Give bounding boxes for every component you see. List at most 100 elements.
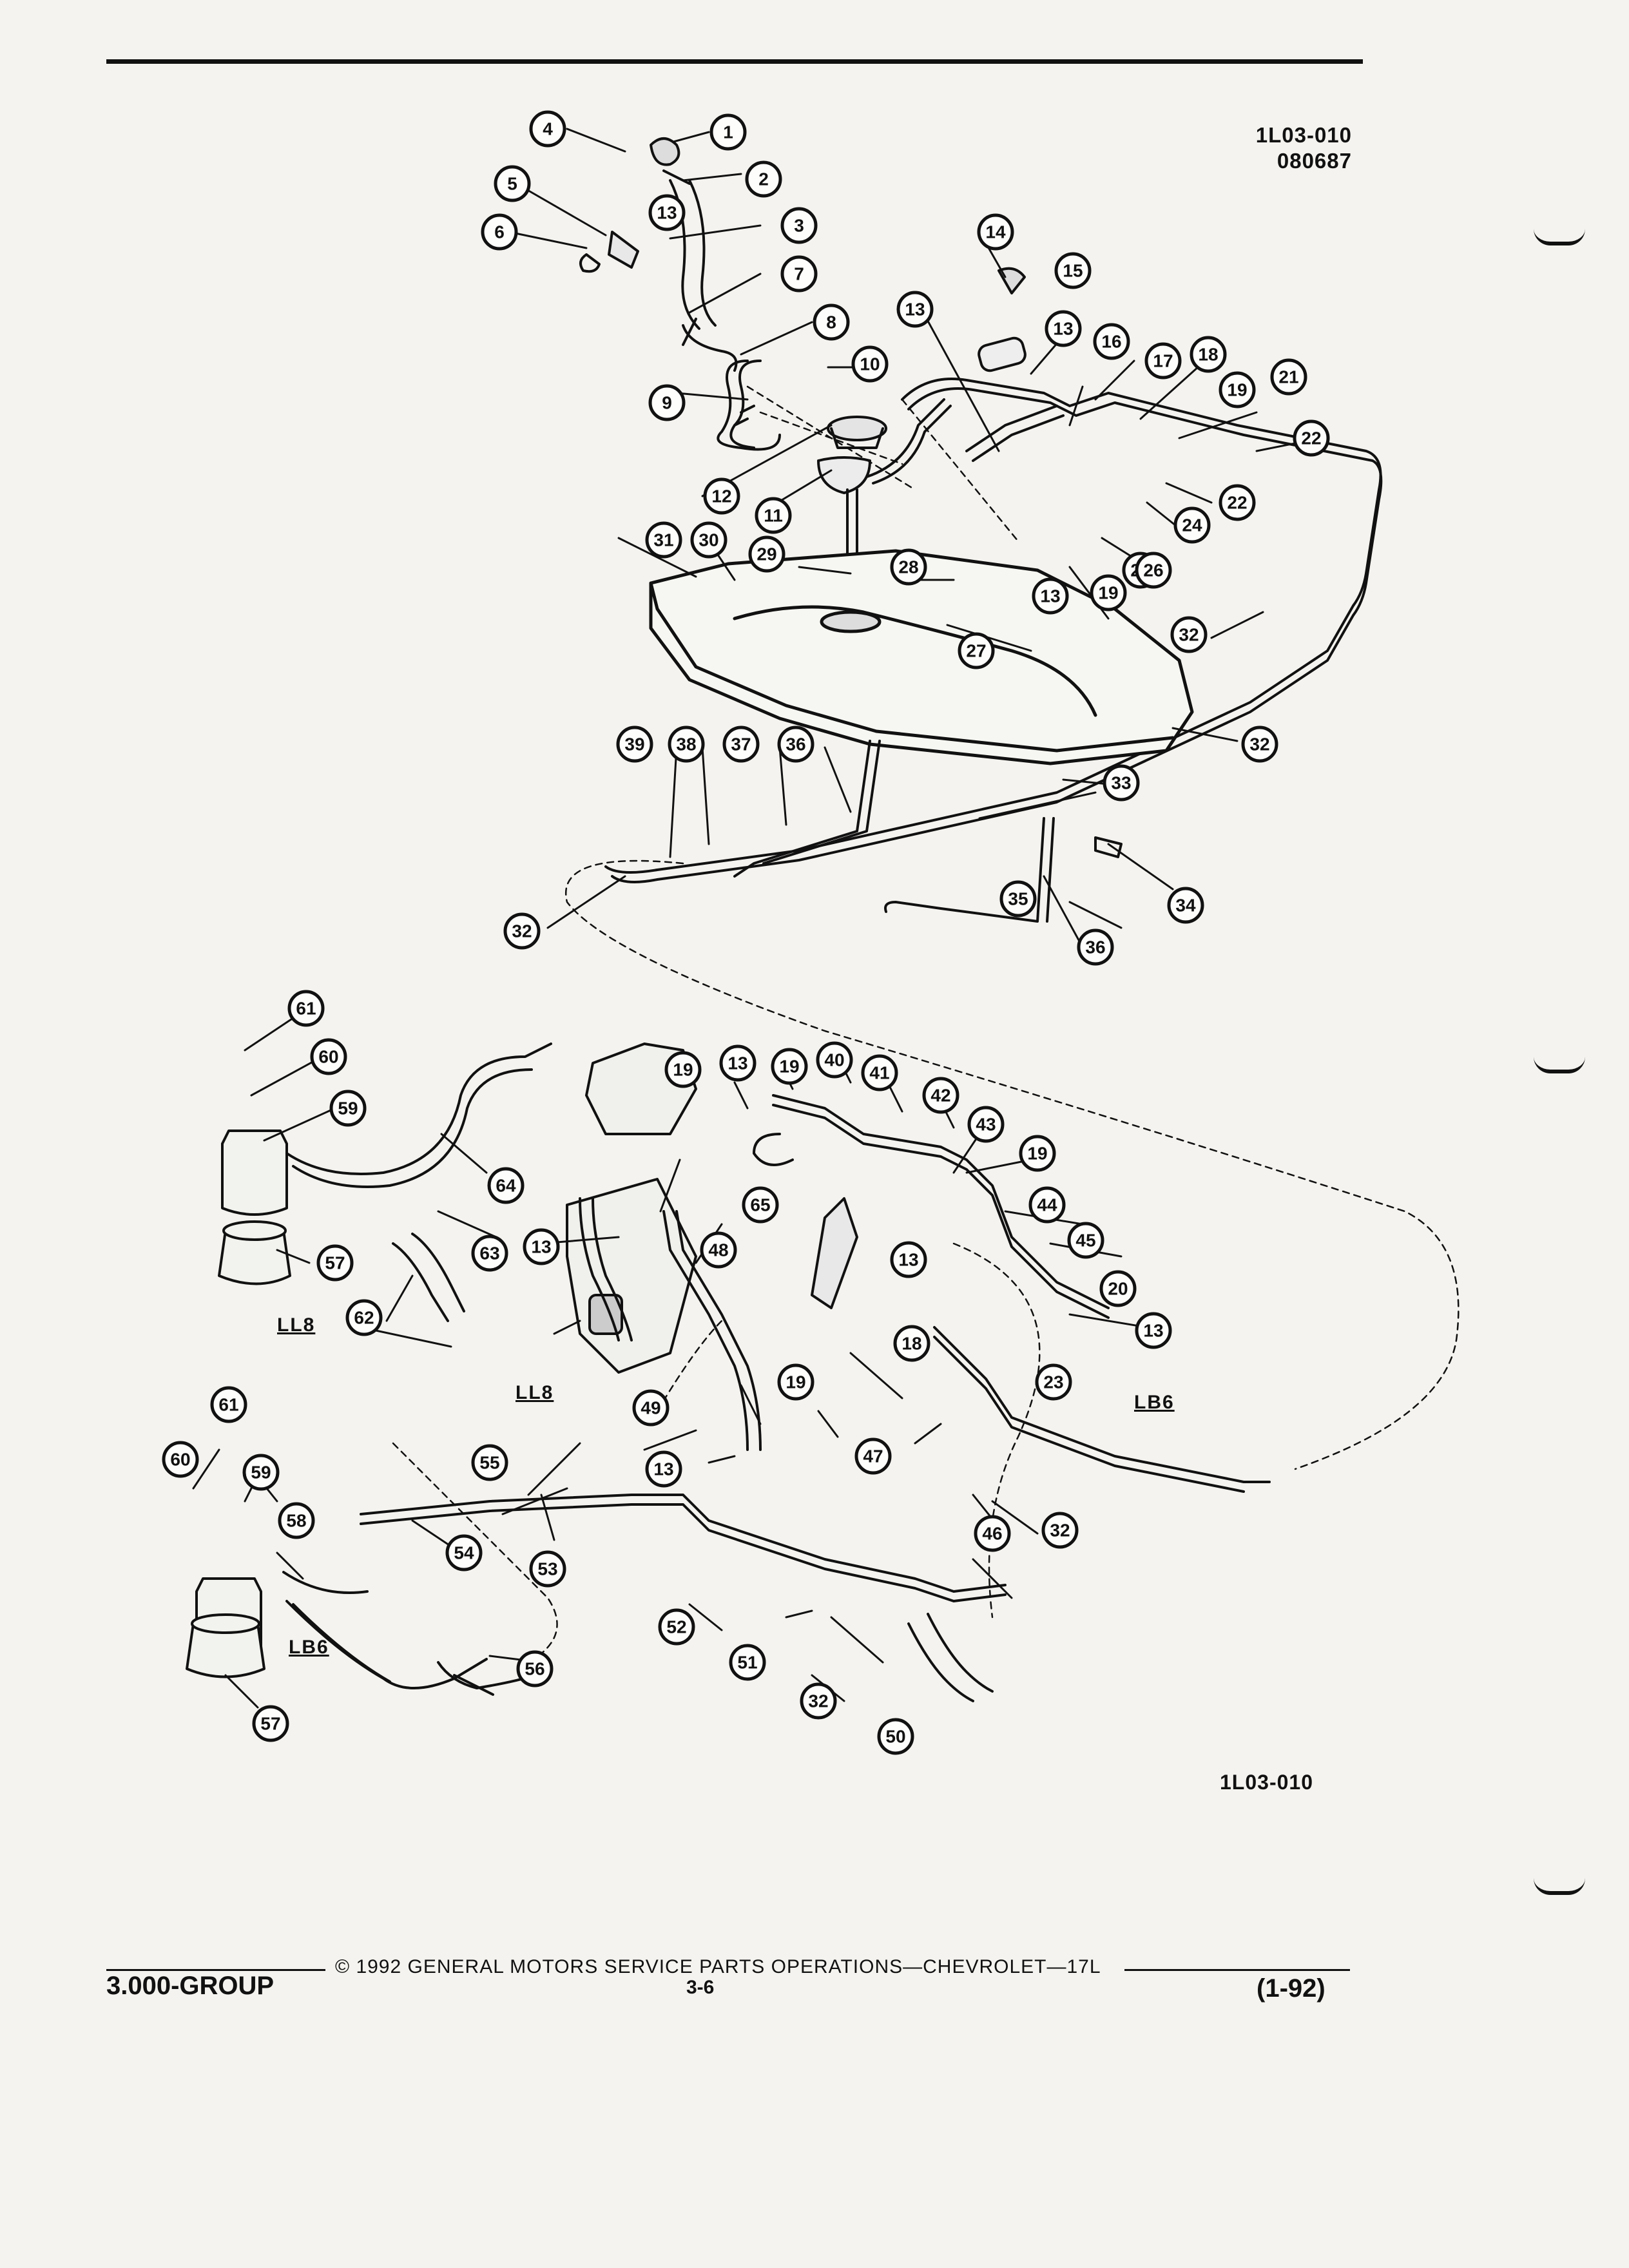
svg-text:32: 32: [512, 921, 532, 941]
svg-text:8: 8: [826, 312, 836, 332]
svg-text:16: 16: [1101, 332, 1121, 352]
svg-text:30: 30: [699, 530, 718, 550]
fuel-hose-drawing: [282, 1043, 552, 1689]
figure-id-header: 1L03-010 080687: [1256, 122, 1352, 174]
svg-text:19: 19: [1098, 583, 1118, 603]
svg-text:61: 61: [218, 1395, 238, 1415]
callout: 7: [780, 255, 818, 293]
svg-text:13: 13: [657, 203, 677, 223]
svg-text:64: 64: [496, 1176, 516, 1196]
callout: 43: [967, 1106, 1005, 1143]
svg-text:7: 7: [794, 264, 804, 284]
callout: 61: [210, 1386, 247, 1423]
callout: 31: [645, 521, 682, 559]
svg-text:23: 23: [1043, 1372, 1063, 1392]
svg-text:35: 35: [1008, 889, 1028, 909]
callout: 36: [777, 726, 815, 763]
callout: 42: [922, 1077, 959, 1114]
callout: 57: [252, 1705, 289, 1742]
svg-text:40: 40: [824, 1050, 844, 1070]
callout: 58: [278, 1502, 315, 1539]
callout: 16: [1093, 323, 1130, 360]
footer-rule: [106, 1969, 325, 1971]
callout: 13: [896, 291, 934, 328]
callout: 59: [242, 1454, 280, 1491]
svg-text:33: 33: [1111, 773, 1131, 793]
svg-text:13: 13: [1053, 319, 1073, 339]
callout: 32: [1241, 726, 1278, 763]
svg-text:11: 11: [764, 506, 783, 526]
svg-text:47: 47: [863, 1446, 883, 1466]
lower-main-fuel-line: [360, 1494, 1007, 1702]
svg-text:28: 28: [898, 557, 918, 577]
callout: 22: [1219, 484, 1256, 521]
callout: 19: [777, 1363, 815, 1401]
svg-text:10: 10: [860, 354, 880, 374]
svg-text:13: 13: [531, 1237, 551, 1257]
callout: 13: [719, 1044, 757, 1082]
footer-copyright: © 1992 GENERAL MOTORS SERVICE PARTS OPER…: [335, 1956, 1101, 1977]
svg-text:31: 31: [653, 530, 673, 550]
callout: 41: [861, 1054, 898, 1091]
callout: 33: [1103, 764, 1140, 802]
fuel-pump-drawing: [978, 267, 1027, 372]
footer-date: (1-92): [1257, 1974, 1325, 2003]
svg-text:1: 1: [723, 122, 733, 142]
callout: 32: [800, 1682, 837, 1720]
callout: 32: [1041, 1512, 1079, 1549]
svg-text:44: 44: [1037, 1195, 1057, 1215]
fuel-filler-neck-drawing: [579, 137, 738, 372]
svg-text:48: 48: [708, 1240, 728, 1260]
edge-mark: [1534, 1057, 1585, 1073]
callout: 64: [487, 1167, 525, 1204]
svg-text:26: 26: [1143, 561, 1163, 581]
svg-text:43: 43: [976, 1115, 996, 1135]
engine-label-lb6: LB6: [1134, 1392, 1175, 1413]
engine-label-lb6: LB6: [289, 1637, 329, 1658]
callout: 30: [690, 521, 728, 559]
svg-text:59: 59: [338, 1099, 358, 1119]
svg-text:49: 49: [641, 1398, 660, 1418]
figure-id-bottom: 1L03-010: [1220, 1771, 1313, 1794]
callout: 61: [287, 990, 325, 1027]
engine-label-ll8: LL8: [277, 1314, 316, 1336]
svg-text:13: 13: [905, 300, 925, 320]
engine-label-ll8: LL8: [516, 1382, 554, 1403]
svg-text:57: 57: [260, 1714, 280, 1734]
callout: 34: [1167, 887, 1204, 924]
svg-text:42: 42: [930, 1086, 950, 1106]
callout: 60: [310, 1038, 347, 1075]
engine-throttle-body-drawing: [566, 1043, 697, 1374]
callout: 9: [648, 384, 686, 421]
callout: 54: [445, 1534, 483, 1571]
callout: 63: [471, 1235, 508, 1272]
svg-text:19: 19: [1227, 380, 1247, 400]
callout: 23: [1035, 1363, 1072, 1401]
callout: 19: [1019, 1135, 1056, 1172]
svg-text:59: 59: [251, 1463, 271, 1483]
svg-text:27: 27: [966, 641, 986, 661]
callout: 36: [1077, 928, 1114, 966]
callout: 32: [1170, 616, 1208, 653]
svg-text:56: 56: [525, 1659, 545, 1679]
figure-id-line1: 1L03-010: [1255, 123, 1352, 147]
fuel-feed-return-lines: [604, 378, 1383, 883]
callout: 29: [748, 535, 786, 573]
vent-hose-drawing: [717, 360, 781, 451]
callout: 32: [503, 912, 541, 950]
footer-rule: [1124, 1969, 1350, 1971]
callout: 44: [1028, 1186, 1066, 1224]
callout: 37: [722, 726, 760, 763]
callout: 18: [1190, 336, 1227, 373]
svg-text:41: 41: [869, 1063, 889, 1083]
callout: 13: [1045, 310, 1082, 347]
callout: 56: [516, 1650, 554, 1687]
callout: 13: [1032, 577, 1069, 615]
svg-text:32: 32: [1179, 625, 1199, 645]
svg-text:18: 18: [1198, 345, 1218, 365]
svg-text:60: 60: [318, 1047, 338, 1067]
svg-text:20: 20: [1108, 1279, 1128, 1299]
svg-text:63: 63: [479, 1244, 499, 1264]
svg-text:32: 32: [1249, 735, 1269, 754]
fuel-sender-drawing: [817, 398, 952, 596]
